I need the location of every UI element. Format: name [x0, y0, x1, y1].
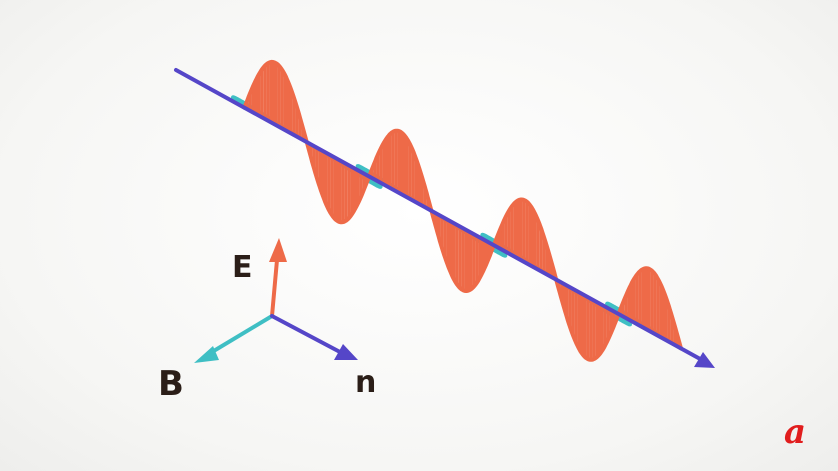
propagation-arrowhead-icon	[694, 352, 715, 368]
propagation-axis	[174, 68, 704, 362]
b-arrowhead-icon	[194, 346, 219, 363]
e-axis-arrow	[270, 258, 279, 318]
b-axis-label: B	[158, 364, 184, 404]
n-axis-label: n	[355, 365, 376, 400]
n-arrowhead-icon	[334, 344, 358, 360]
b-axis-arrow	[205, 314, 274, 357]
e-axis-label: E	[232, 250, 253, 285]
electric-field-hatching	[245, 60, 680, 362]
n-axis-arrow	[270, 314, 342, 354]
e-arrowhead-icon	[269, 238, 287, 262]
alpha-logo-icon: a	[784, 412, 806, 452]
electric-field-wave	[242, 59, 683, 362]
axes-legend: E B n	[158, 238, 376, 404]
